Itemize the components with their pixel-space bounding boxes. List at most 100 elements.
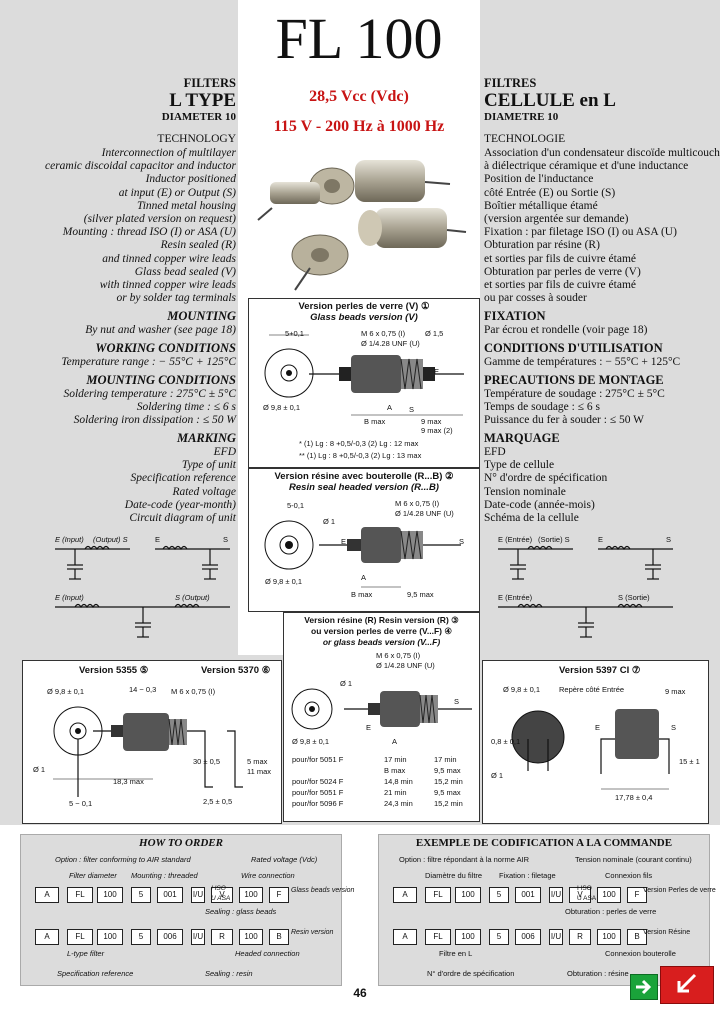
code-cell: I/U (191, 887, 205, 903)
arrow-right-icon[interactable] (630, 974, 658, 1000)
text-line: EFD (213, 446, 236, 458)
code-cell: R (211, 929, 233, 945)
order-en-iso: I ISO (211, 885, 226, 892)
code-cell: V (211, 887, 233, 903)
v5397-label-7: 17,78 ± 0,4 (615, 793, 653, 802)
v1-title-en: Glass beads version (V) (310, 312, 418, 323)
code-cell: 001 (515, 887, 541, 903)
fr-technology-heading: TECHNOLOGIE (484, 133, 566, 145)
fr-circuit-diagrams: E (Entrée) (Sortie) S E S E (Entrée) S (… (488, 535, 678, 650)
v1-label-9: A (387, 403, 393, 412)
order-fr-option: Option : filtre répondant à la norme AIR (399, 855, 530, 864)
fr-heading-filtres: FILTRES (484, 76, 537, 90)
dimension-cell: 14,8 min (384, 777, 413, 786)
order-en-sealing-resin: Sealing : resin (205, 969, 253, 978)
code-cell: R (569, 929, 591, 945)
v1-label-4: Ø 1/4.28 UNF (U) (361, 339, 420, 348)
code-cell: 5 (131, 887, 151, 903)
v1-label-8: 9 max (2) (421, 426, 453, 435)
code-cell: 006 (515, 929, 541, 945)
return-arrow-icon[interactable] (660, 966, 714, 1004)
order-fr-title: EXEMPLE DE CODIFICATION A LA COMMANDE (415, 837, 673, 849)
voltage-dc: 28,5 Vcc (Vdc) (248, 88, 470, 106)
text-line: Inductor positioned (145, 173, 236, 186)
v3-label-6: S (454, 697, 460, 706)
code-cell: 5 (489, 887, 509, 903)
v5355-label-10: 2,5 ± 0,5 (203, 797, 233, 806)
dimension-cell: 21 min (384, 788, 407, 797)
text-line: with tinned copper wire leads (99, 279, 236, 292)
code-cell: A (393, 887, 417, 903)
how-to-order-panel: HOW TO ORDER Option : filter conforming … (20, 834, 354, 986)
v5355-label-7: 30 ± 0,5 (193, 757, 221, 766)
text-line: N° d'ordre de spécification (484, 472, 608, 485)
en-heading-diameter: DIAMETER 10 (161, 111, 236, 123)
v5355-title: Version 5355 ⑤ (79, 665, 149, 676)
code-cell: FL (425, 887, 451, 903)
product-photo (250, 150, 472, 295)
v5397-label-3: E (595, 723, 601, 732)
text-line: Date-code (year-month) (124, 498, 236, 511)
text-line: Resin sealed (R) (160, 239, 236, 252)
text-line: Mounting : thread ISO (I) or ASA (U) (62, 226, 236, 239)
dimension-cell: 24,3 min (384, 799, 413, 808)
order-en-row2-note: Resin version (291, 929, 334, 936)
text-line: EFD (484, 446, 506, 458)
order-fr-rated: Tension nominale (courant continu) (575, 855, 692, 864)
dimension-cell: 17 min (384, 755, 407, 764)
en-circuit-label-1: E (Input) (55, 535, 84, 544)
v1-title-fr: Version perles de verre (V) ① (298, 301, 430, 312)
order-fr-ltype: Filtre en L (439, 949, 473, 958)
order-en-mounting: Mounting : threaded (131, 871, 198, 880)
v2-title-fr: Version résine avec bouterolle (R...B) ② (274, 471, 454, 482)
text-line: Obturation par résine (R) (484, 239, 600, 252)
code-cell: I/U (191, 929, 205, 945)
code-cell: 100 (97, 929, 123, 945)
dimension-cell: 9,5 max (434, 766, 461, 775)
en-working-heading: WORKING CONDITIONS (95, 341, 236, 355)
circuit-diagram-svg (498, 545, 673, 638)
dimension-cell: B max (384, 766, 406, 775)
v2-drawing (264, 520, 461, 588)
v5355-label-2: M 6 x 0,75 (I) (171, 687, 216, 696)
order-en-ltype: L-type filter (67, 949, 105, 958)
en-circuit-label-4: S (223, 535, 229, 544)
en-working-list: Temperature range : − 55°C + 125°C (61, 356, 236, 369)
v1-label-2: Ø 1,5 (425, 329, 444, 338)
en-marking-heading: MARKING (176, 431, 236, 445)
fr-fixation-heading: FIXATION (484, 309, 546, 323)
en-circuit-label-2: (Output) S (93, 535, 128, 544)
code-cell: F (627, 887, 647, 903)
text-line: Soldering temperature : 275°C ± 5°C (63, 388, 236, 400)
dimension-cell: pour/for 5096 F (292, 799, 344, 808)
fr-cond-heading: CONDITIONS D'UTILISATION (484, 341, 663, 355)
code-cell: FL (67, 929, 93, 945)
order-en-asa: U ASA (211, 895, 231, 902)
dimension-cell: 15,2 min (434, 799, 463, 808)
fr-heading-diametre: DIAMETRE 10 (484, 111, 559, 123)
order-en-wire: Wire connection (241, 871, 295, 880)
fr-cond-list: Gamme de températures : − 55°C + 125°C (484, 356, 680, 369)
order-fr-iso: I ISO (577, 885, 592, 892)
v1-label-10: S (409, 405, 415, 414)
english-column: FILTERS L TYPE DIAMETER 10 TECHNOLOGY In… (0, 0, 238, 655)
text-line: côté Entrée (E) ou Sortie (S) (484, 186, 616, 199)
v5397-title: Version 5397 CI ⑦ (559, 665, 641, 676)
code-cell: FL (425, 929, 451, 945)
dimension-row: pour/for 5096 F 24,3 min 15,2 min (284, 799, 479, 810)
code-cell: 006 (157, 929, 183, 945)
diagram-version-resin: Version résine (R) Resin version (R) ③ o… (283, 612, 480, 822)
v5397-label-9: 9 max (665, 687, 686, 696)
v5355-drawing (53, 706, 243, 797)
text-line: Tension nominale (484, 485, 566, 498)
text-line: or by solder tag terminals (116, 292, 236, 305)
v1-note-1: * (1) Lg : 8 +0,5/-0,3 (2) Lg : 12 max (299, 439, 419, 448)
text-line: Position de l'inductance (484, 173, 594, 186)
v5355-label-5: 18,3 max (113, 777, 144, 786)
